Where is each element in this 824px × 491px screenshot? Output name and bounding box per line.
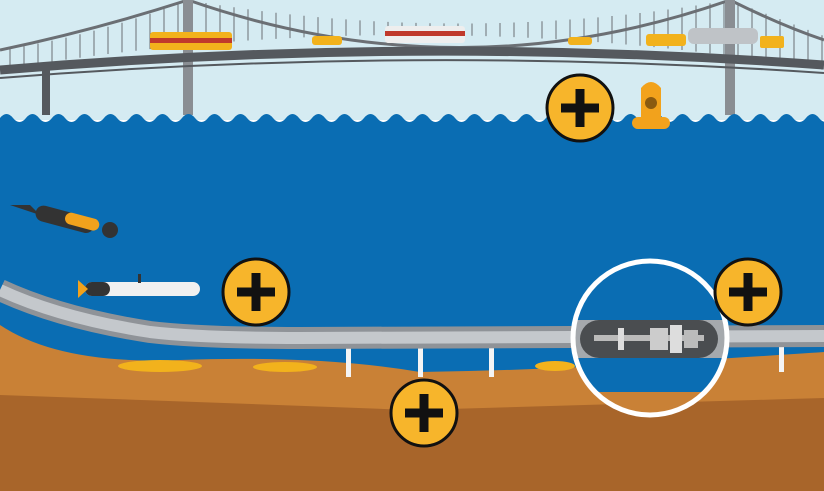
seabed-rocks xyxy=(118,360,575,372)
traffic xyxy=(150,26,784,50)
hotspot-surface-button[interactable] xyxy=(545,73,615,143)
plus-icon xyxy=(729,273,767,311)
underwater-vehicle-icon xyxy=(78,274,200,298)
plus-icon xyxy=(405,394,443,432)
hotspot-pipeline-right-button[interactable] xyxy=(713,257,783,327)
plus-icon xyxy=(561,89,599,127)
buoy-icon xyxy=(632,82,670,129)
magnifier xyxy=(570,258,730,418)
diver-icon xyxy=(10,205,118,238)
hotspot-seabed-button[interactable] xyxy=(389,378,459,448)
pipeline-supports xyxy=(346,340,784,377)
hotspot-underwater-vehicle-button[interactable] xyxy=(221,257,291,327)
plus-icon xyxy=(237,273,275,311)
bridge xyxy=(0,0,824,115)
